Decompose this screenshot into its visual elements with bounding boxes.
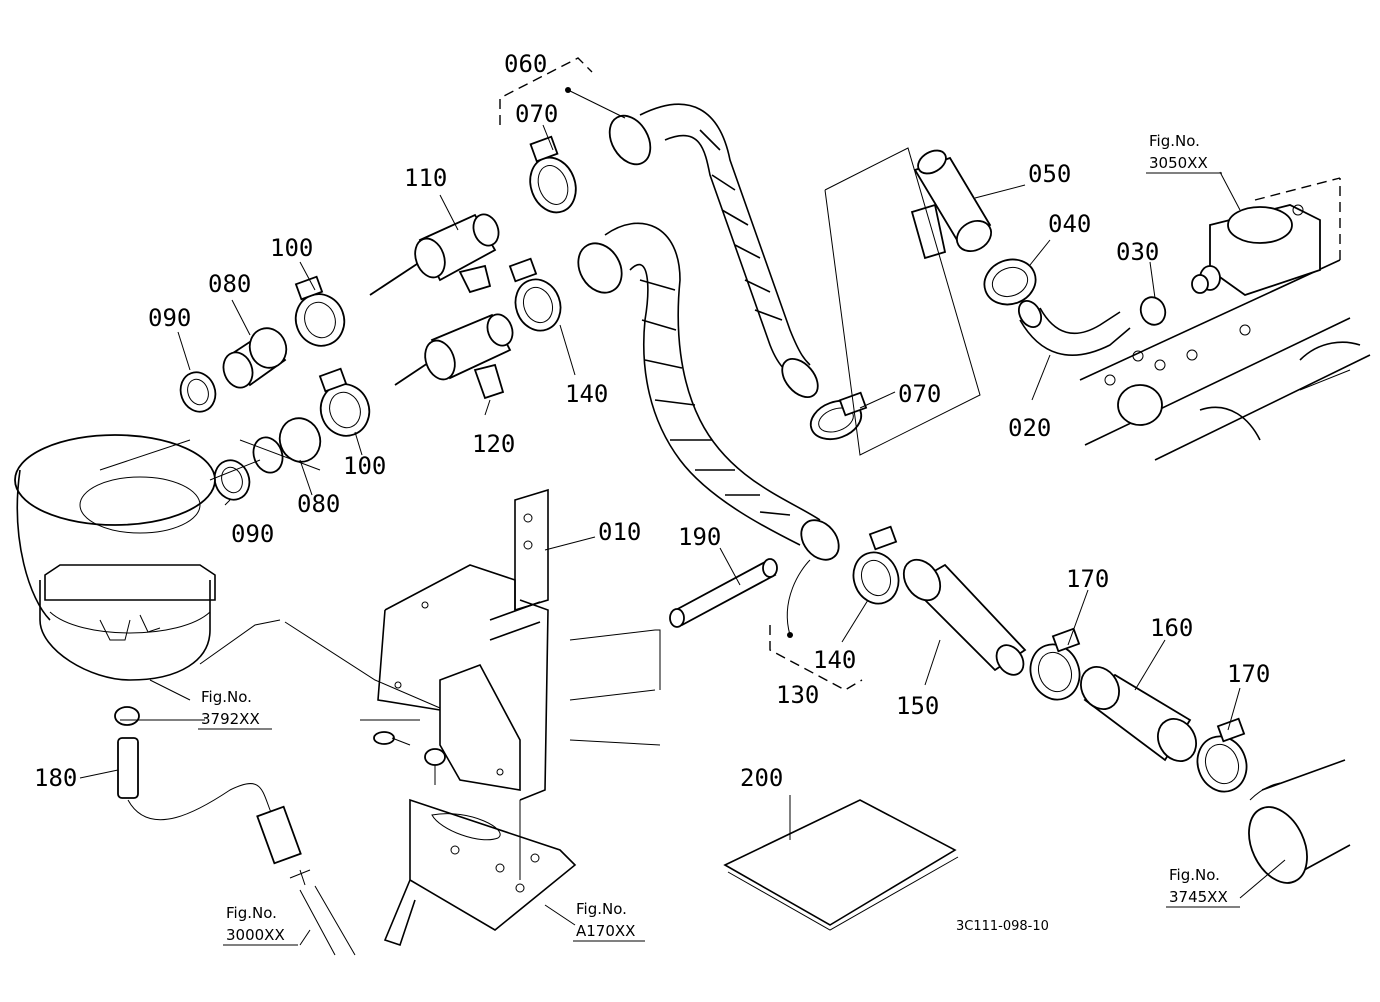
connector-080-upper xyxy=(222,327,288,389)
svg-text:3000XX: 3000XX xyxy=(226,926,285,944)
drawing-code: 3C111-098-10 xyxy=(956,919,1049,934)
valve-120 xyxy=(394,313,514,400)
svg-text:Fig.No.: Fig.No. xyxy=(576,900,627,918)
part-labels: 060 070 110 100 080 090 140 120 100 080 … xyxy=(34,50,1270,792)
bolt-right xyxy=(424,748,446,785)
label-120: 120 xyxy=(472,430,515,458)
label-150: 150 xyxy=(896,692,939,720)
clamp-070-upper xyxy=(529,135,577,214)
label-070-lower: 070 xyxy=(898,380,941,408)
svg-text:3050XX: 3050XX xyxy=(1149,154,1208,172)
label-060: 060 xyxy=(504,50,547,78)
label-080-lower: 080 xyxy=(297,490,340,518)
clamp-090-lower xyxy=(213,459,251,501)
label-170-right: 170 xyxy=(1227,660,1270,688)
hose-020 xyxy=(1017,299,1131,356)
tube-160 xyxy=(1080,666,1197,762)
label-130: 130 xyxy=(776,681,819,709)
svg-text:Fig.No.: Fig.No. xyxy=(1169,866,1220,884)
label-190: 190 xyxy=(678,523,721,551)
label-090-lower: 090 xyxy=(231,520,274,548)
fig-ref-3792xx: Fig.No. 3792XX xyxy=(198,688,272,730)
svg-text:3745XX: 3745XX xyxy=(1169,888,1228,906)
clamp-140-upper xyxy=(508,257,562,332)
label-140-lower: 140 xyxy=(813,646,856,674)
clamp-040 xyxy=(983,258,1037,306)
fig-ref-3745xx: Fig.No. 3745XX xyxy=(1166,866,1240,908)
label-010: 010 xyxy=(598,518,641,546)
label-070-upper: 070 xyxy=(515,100,558,128)
bolt-left xyxy=(373,731,411,746)
svg-text:Fig.No.: Fig.No. xyxy=(226,904,277,922)
svg-text:3792XX: 3792XX xyxy=(201,710,260,728)
label-160: 160 xyxy=(1150,614,1193,642)
label-080-upper: 080 xyxy=(208,270,251,298)
label-180: 180 xyxy=(34,764,77,792)
label-050: 050 xyxy=(1028,160,1071,188)
clamp-100-upper xyxy=(294,275,346,347)
filter-180 xyxy=(114,706,356,956)
bracket-010 xyxy=(377,488,661,801)
group-130-bracket xyxy=(769,625,863,691)
label-100-lower: 100 xyxy=(343,452,386,480)
svg-text:Fig.No.: Fig.No. xyxy=(201,688,252,706)
group-060-bracket xyxy=(499,57,593,125)
label-090-upper: 090 xyxy=(148,304,191,332)
fitting-150 xyxy=(902,558,1027,676)
label-170-left: 170 xyxy=(1066,565,1109,593)
svg-text:A170XX: A170XX xyxy=(576,922,635,940)
fig-references: Fig.No. 3050XX Fig.No. 3792XX Fig.No. 30… xyxy=(198,132,1240,946)
clamp-170-right xyxy=(1196,717,1248,793)
engine-block xyxy=(1079,177,1371,461)
clamp-090-upper xyxy=(179,371,217,413)
label-110: 110 xyxy=(404,164,447,192)
fig-ref-3000xx: Fig.No. 3000XX xyxy=(223,904,298,946)
clamp-170-left xyxy=(1029,627,1081,701)
label-200: 200 xyxy=(740,764,783,792)
label-140-upper: 140 xyxy=(565,380,608,408)
svg-text:Fig.No.: Fig.No. xyxy=(1149,132,1200,150)
air-cleaner-assembly xyxy=(14,434,216,681)
valve-110 xyxy=(369,213,500,296)
clamp-030 xyxy=(1139,296,1167,326)
group-050-box xyxy=(824,147,981,456)
instruction-sheet-200 xyxy=(723,799,959,931)
muffler-3745xx xyxy=(1248,759,1351,884)
label-040: 040 xyxy=(1048,210,1091,238)
connector-080-lower xyxy=(252,417,322,474)
tube-190 xyxy=(669,558,778,628)
clamp-140-lower xyxy=(852,525,900,605)
sensor-3050xx xyxy=(1191,204,1321,296)
fig-ref-3050xx: Fig.No. 3050XX xyxy=(1146,132,1222,174)
clamp-070-lower xyxy=(809,391,868,441)
fig-ref-a170xx: Fig.No. A170XX xyxy=(573,900,645,942)
label-100-upper: 100 xyxy=(270,234,313,262)
label-020: 020 xyxy=(1008,414,1051,442)
label-030: 030 xyxy=(1116,238,1159,266)
fitting-050 xyxy=(910,149,992,260)
mount-a170xx xyxy=(383,798,577,947)
clamp-100-lower xyxy=(318,367,371,437)
hose-060 xyxy=(608,103,819,399)
hose-130 xyxy=(577,222,840,561)
leader-lines xyxy=(79,87,1286,946)
